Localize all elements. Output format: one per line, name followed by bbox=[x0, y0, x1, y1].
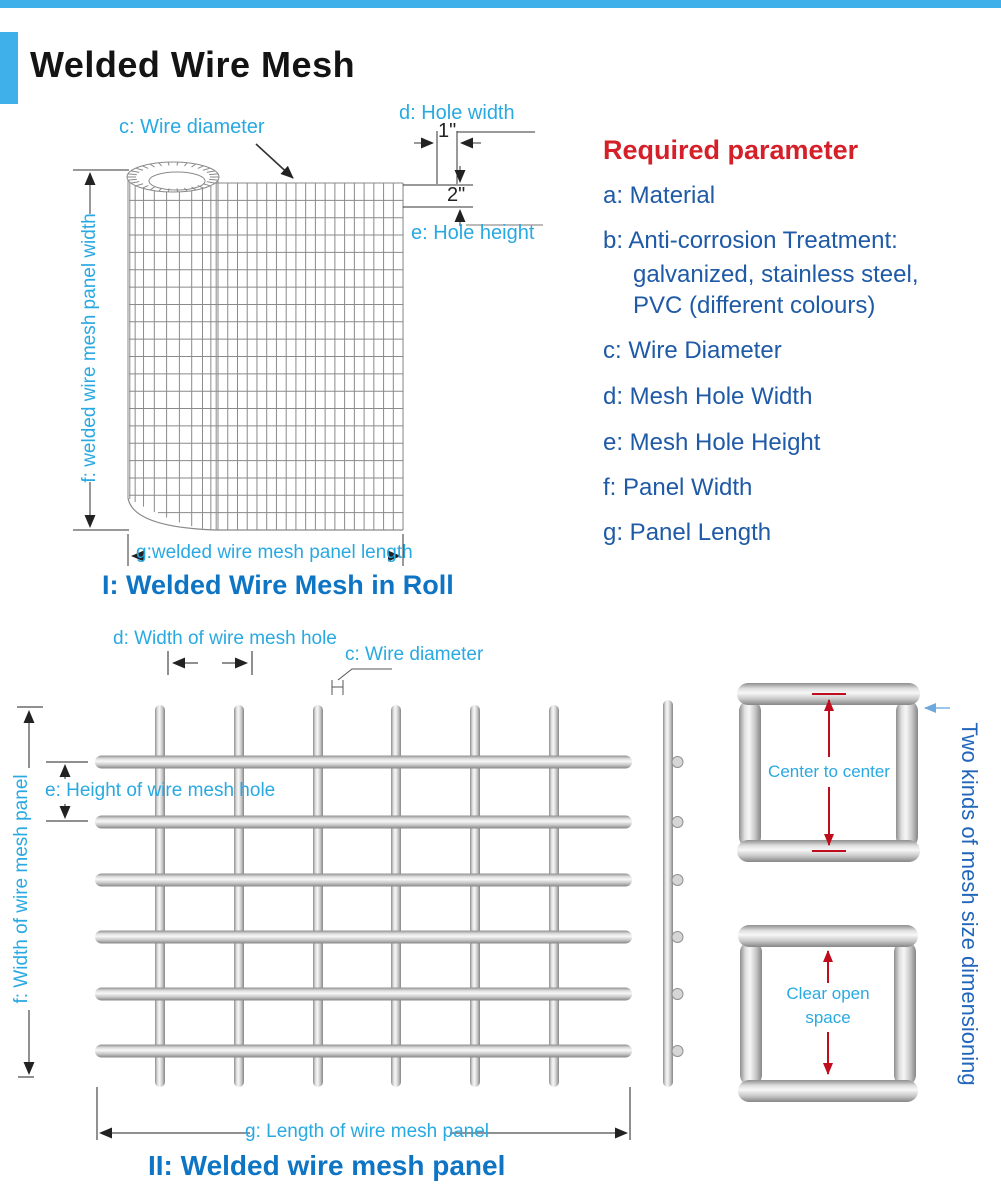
parameter-a: a: Material bbox=[603, 182, 716, 209]
square-clear-open-space bbox=[738, 925, 918, 1102]
parameter-g: g: Panel Length bbox=[603, 519, 772, 546]
label-roll-panel-length: g:welded wire mesh panel length bbox=[136, 542, 413, 563]
roll-dimensions bbox=[73, 131, 543, 566]
value-roll-hole-height: 2" bbox=[447, 184, 466, 206]
parameter-c: c: Wire Diameter bbox=[603, 337, 782, 364]
parameter-e: e: Mesh Hole Height bbox=[603, 429, 821, 456]
label-center-to-center: Center to center bbox=[768, 762, 890, 781]
top-accent-strip bbox=[0, 0, 1001, 8]
value-roll-hole-width: 1" bbox=[438, 120, 457, 142]
label-panel-length: g: Length of wire mesh panel bbox=[245, 1121, 489, 1142]
center-to-center-dimension bbox=[812, 693, 846, 852]
parameters-title: Required parameter bbox=[603, 135, 859, 165]
label-panel-width: f: Width of wire mesh panel bbox=[11, 774, 33, 1004]
label-dimensioning-note: Two kinds of mesh size dimensioning bbox=[957, 722, 982, 1086]
label-panel-hole-height: e: Height of wire mesh hole bbox=[45, 780, 276, 801]
panel-mesh-drawing bbox=[95, 700, 684, 1087]
label-panel-wire-diameter: c: Wire diameter bbox=[345, 644, 484, 665]
title-accent-bar bbox=[0, 32, 18, 104]
label-panel-hole-width: d: Width of wire mesh hole bbox=[113, 628, 337, 649]
parameter-b-line3: PVC (different colours) bbox=[633, 292, 876, 319]
label-roll-panel-width: f: welded wire mesh panel width bbox=[79, 213, 101, 483]
parameter-d: d: Mesh Hole Width bbox=[603, 383, 813, 410]
required-parameters: Required parameter a: Material b: Anti-c… bbox=[603, 0, 1001, 560]
page-title: Welded Wire Mesh bbox=[30, 44, 356, 85]
panel-dimensions bbox=[17, 651, 631, 1140]
square-center-to-center bbox=[737, 683, 950, 862]
parameter-b: b: Anti-corrosion Treatment: bbox=[603, 227, 898, 254]
label-roll-wire-diameter: c: Wire diameter bbox=[119, 116, 265, 138]
label-roll-hole-width: d: Hole width bbox=[399, 102, 515, 124]
caption-roll: I: Welded Wire Mesh in Roll bbox=[102, 570, 454, 600]
label-clear-open: Clear open bbox=[786, 984, 870, 1003]
wire-diameter-arrow bbox=[255, 143, 294, 179]
label-clear-open-space: space bbox=[805, 1008, 851, 1027]
caption-panel: II: Welded wire mesh panel bbox=[148, 1150, 506, 1181]
label-roll-hole-height: e: Hole height bbox=[411, 222, 535, 244]
roll-mesh-drawing bbox=[126, 161, 404, 531]
parameter-b-line2: galvanized, stainless steel, bbox=[633, 261, 919, 288]
parameter-f: f: Panel Width bbox=[603, 474, 753, 501]
